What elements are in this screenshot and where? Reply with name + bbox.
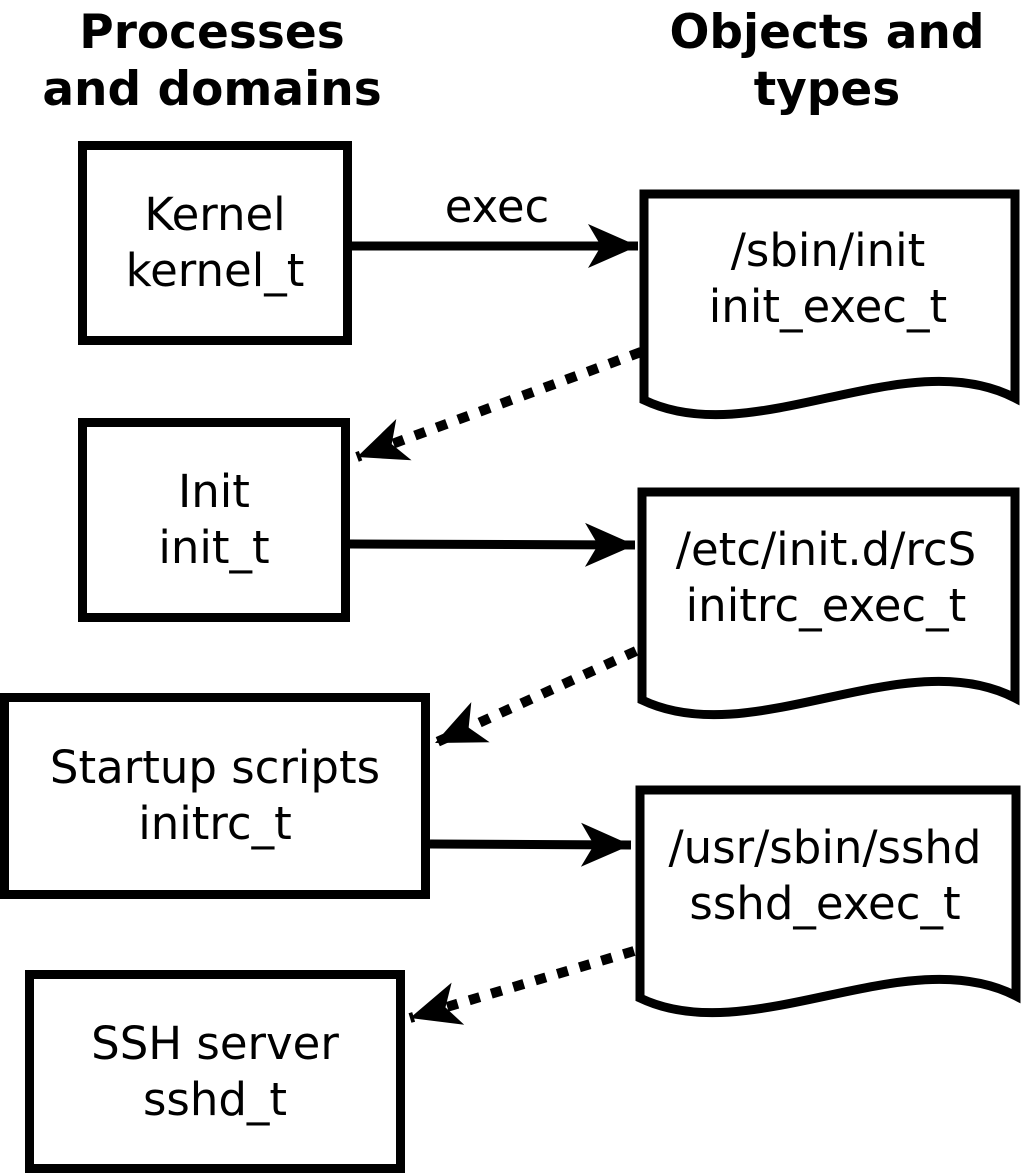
object-type: init_exec_t xyxy=(708,280,948,333)
process-name: Init xyxy=(178,465,250,518)
right-column-header: Objects and types xyxy=(625,4,1024,118)
process-name: Kernel xyxy=(144,188,286,241)
object-node-etc-initd-rcs: /etc/init.d/rcS initrc_exec_t xyxy=(646,496,1006,660)
transition-arrow-initrc-exec-to-initrc xyxy=(432,646,639,748)
left-column-header: Processes and domains xyxy=(10,4,414,118)
process-domain: initrc_t xyxy=(138,797,292,850)
object-node-sbin-init: /sbin/init init_exec_t xyxy=(648,198,1008,360)
process-domain: kernel_t xyxy=(125,244,305,297)
document-shape-etc-initd-rcs xyxy=(637,487,1020,720)
process-node-ssh-server: SSH server sshd_t xyxy=(25,970,405,1173)
object-path: /etc/init.d/rcS xyxy=(675,523,977,576)
exec-edge-label: exec xyxy=(444,180,550,233)
right-header-line1: Objects and xyxy=(669,5,985,60)
document-shape-usr-sbin-sshd xyxy=(635,785,1021,1018)
process-name: Startup scripts xyxy=(49,741,381,794)
exec-arrow-init-to-initrc-exec xyxy=(349,522,636,567)
exec-arrow-initrc-to-sshd-exec xyxy=(429,822,632,867)
transition-arrow-sshd-exec-to-sshd xyxy=(408,946,636,1025)
object-node-usr-sbin-sshd: /usr/sbin/sshd sshd_exec_t xyxy=(644,794,1006,958)
process-node-init: Init init_t xyxy=(78,418,350,622)
object-type: initrc_exec_t xyxy=(685,579,967,632)
left-header-line2: and domains xyxy=(42,62,382,117)
object-path: /usr/sbin/sshd xyxy=(668,821,982,874)
process-domain: init_t xyxy=(158,521,270,574)
process-node-startup-scripts: Startup scripts initrc_t xyxy=(0,693,430,899)
object-path: /sbin/init xyxy=(730,224,926,277)
process-node-kernel: Kernel kernel_t xyxy=(78,141,352,345)
document-shape-sbin-init xyxy=(639,189,1020,420)
process-name: SSH server xyxy=(91,1016,339,1070)
process-domain: sshd_t xyxy=(142,1072,288,1126)
left-header-line1: Processes xyxy=(79,5,345,60)
transition-arrow-init-exec-to-init xyxy=(355,347,643,462)
right-header-line2: types xyxy=(753,62,901,117)
object-type: sshd_exec_t xyxy=(689,877,961,930)
